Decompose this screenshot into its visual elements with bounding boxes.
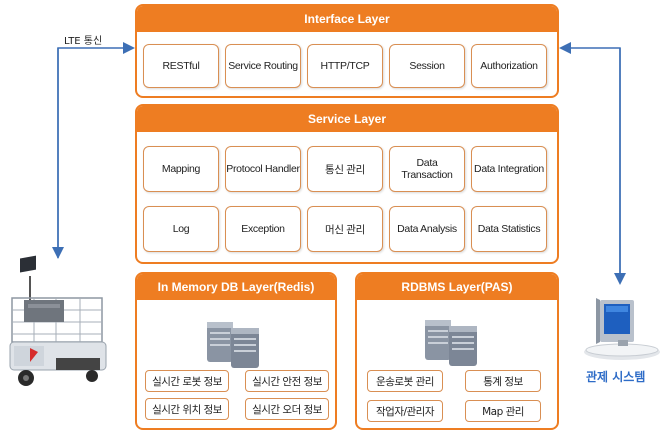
control-connector [559, 42, 621, 282]
rdbms-layer: RDBMS Layer(PAS) 운송로봇 관리 통계 정보 작업자/관리자 M… [355, 272, 559, 430]
interface-item: HTTP/TCP [307, 44, 383, 88]
service-layer-title: Service Layer [137, 106, 557, 132]
interface-layer: Interface Layer RESTful Service Routing … [135, 4, 559, 98]
memory-db-layer-title: In Memory DB Layer(Redis) [137, 274, 335, 300]
control-system-label: 관제 시스템 [586, 370, 646, 384]
rdbms-item: 작업자/관리자 [367, 400, 443, 422]
service-item: Data Integration [471, 146, 547, 192]
service-item: Log [143, 206, 219, 252]
lte-label: LTE 통신 [64, 36, 103, 47]
service-item: Mapping [143, 146, 219, 192]
interface-item: Session [389, 44, 465, 88]
service-layer: Service Layer Mapping Protocol Handler 통… [135, 104, 559, 264]
memory-db-item: 실시간 오더 정보 [245, 398, 329, 420]
rdbms-item: Map 관리 [465, 400, 541, 422]
service-item: 통신 관리 [307, 146, 383, 192]
service-item: Data Statistics [471, 206, 547, 252]
lte-connector [57, 42, 135, 258]
memory-db-item: 실시간 위치 정보 [145, 398, 229, 420]
interface-item: Service Routing [225, 44, 301, 88]
rdbms-item: 통계 정보 [465, 370, 541, 392]
memory-db-item: 실시간 로봇 정보 [145, 370, 229, 392]
database-server-icon [425, 320, 477, 366]
service-item: Protocol Handler [225, 146, 301, 192]
memory-db-layer: In Memory DB Layer(Redis) 실시간 로봇 정보 실시간 … [135, 272, 337, 430]
interface-layer-title: Interface Layer [137, 6, 557, 32]
service-item: Data Transaction [389, 146, 465, 192]
service-item: 머신 관리 [307, 206, 383, 252]
interface-item: RESTful [143, 44, 219, 88]
interface-item: Authorization [471, 44, 547, 88]
service-item: Exception [225, 206, 301, 252]
memory-db-item: 실시간 안전 정보 [245, 370, 329, 392]
rdbms-item: 운송로봇 관리 [367, 370, 443, 392]
rdbms-layer-title: RDBMS Layer(PAS) [357, 274, 557, 300]
server-icon [207, 322, 259, 368]
service-item: Data Analysis [389, 206, 465, 252]
